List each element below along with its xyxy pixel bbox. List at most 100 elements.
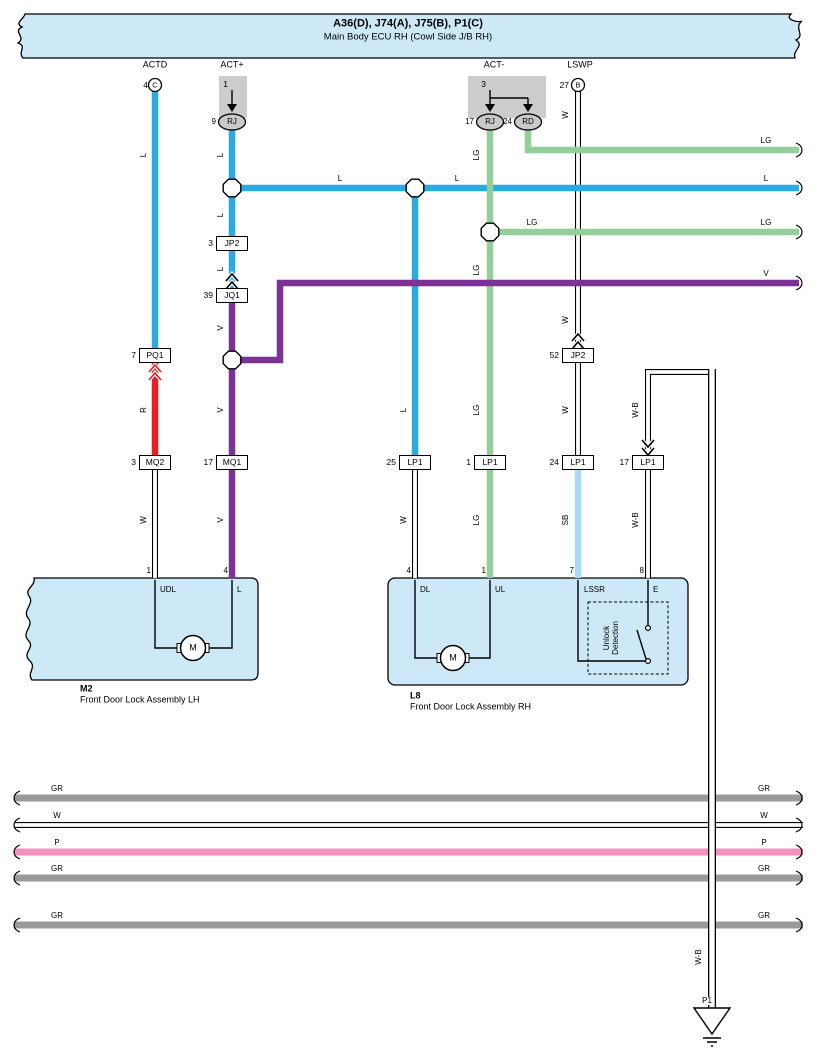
connector-name: LP1 xyxy=(482,457,498,468)
unlock-detection-label: Unlock Detection xyxy=(602,621,620,655)
terminal-pin: 4 xyxy=(406,566,411,575)
oval-pin-rj17: 17 xyxy=(465,117,474,126)
wire-label-gr: GR xyxy=(51,864,63,873)
wire-rd-green xyxy=(524,129,799,154)
connector-lp1-ul: LP1 xyxy=(474,455,506,470)
pin-number-lswp: 27 xyxy=(559,79,569,90)
ecu-banner xyxy=(16,13,803,59)
connector-pin-lp1-dl: 25 xyxy=(386,456,396,467)
wire-label-lg: LG xyxy=(526,218,538,227)
oval-name-rj17: RJ xyxy=(485,117,495,126)
m2-box xyxy=(25,577,259,681)
wire-label-p: P xyxy=(761,838,767,847)
connector-name: JP2 xyxy=(224,238,240,249)
component-name-m2: Front Door Lock Assembly LH xyxy=(80,694,200,705)
wire-label-wb: W-B xyxy=(694,949,703,965)
wire-label-w: W xyxy=(561,111,570,119)
connector-name: MQ1 xyxy=(222,457,242,468)
wire-label-w: W xyxy=(399,516,408,524)
wire-label-sb: SB xyxy=(561,514,570,526)
connector-pin-jp2-a: 3 xyxy=(208,237,213,248)
chevron-jp2b-icon xyxy=(571,332,585,350)
motor-letter-l8: M xyxy=(449,652,457,663)
wire-violet-horizontal xyxy=(232,279,799,364)
terminal-pin: 7 xyxy=(569,566,574,575)
pin-arrow-lines xyxy=(231,90,529,105)
wire-label-lg: LG xyxy=(472,404,481,416)
junction-ovals xyxy=(217,113,543,131)
pin-code-actd: C xyxy=(152,80,158,90)
connector-jp2-a: JP2 xyxy=(216,236,248,251)
l8-switch-contacts xyxy=(644,624,651,664)
component-name-l8: Front Door Lock Assembly RH xyxy=(410,701,532,712)
oval-pin-rd24: 24 xyxy=(503,117,512,126)
pin-number-act-plus: 1 xyxy=(223,78,228,89)
terminal-name-udl: UDL xyxy=(160,585,177,594)
wire-label-l: L xyxy=(139,152,148,158)
wire-label-gr: GR xyxy=(51,784,63,793)
wire-label-v: V xyxy=(763,269,769,278)
act-plus-shade xyxy=(219,76,247,118)
wire-label-lg: LG xyxy=(472,149,481,161)
wire-label-p: P xyxy=(54,838,60,847)
connector-name: PQ1 xyxy=(146,350,164,361)
ground-icon xyxy=(692,1007,732,1047)
wire-label-gr: GR xyxy=(758,864,770,873)
wire-label-l: L xyxy=(399,407,408,413)
connector-pin-lp1-e: 17 xyxy=(619,456,629,467)
wire-label-wb: W-B xyxy=(631,512,640,528)
component-id-l8: L8 xyxy=(410,690,421,701)
connector-mq2: MQ2 xyxy=(139,455,171,470)
connector-lp1-e: LP1 xyxy=(632,455,664,470)
wire-label-lg: LG xyxy=(472,264,481,276)
junction-octagons xyxy=(222,178,500,370)
l8-motor-icon xyxy=(436,644,470,672)
wire-label-lg: LG xyxy=(760,136,772,145)
connector-pq1: PQ1 xyxy=(139,348,171,363)
connector-jp2-b: JP2 xyxy=(562,348,594,363)
connector-name: LP1 xyxy=(640,457,656,468)
terminal-name-lssr: LSSR xyxy=(584,585,605,594)
connector-pin-lp1-lssr: 24 xyxy=(549,456,559,467)
wire-label-gr: GR xyxy=(51,911,63,920)
wire-label-gr: GR xyxy=(758,911,770,920)
terminal-name-l: L xyxy=(237,585,242,594)
unlock-detection-box xyxy=(587,601,669,675)
l8-box xyxy=(387,577,689,686)
wire-label-l: L xyxy=(763,174,769,183)
connector-mq1: MQ1 xyxy=(216,455,248,470)
ground-label: P1 xyxy=(701,996,713,1005)
pin-number-act-minus: 3 xyxy=(481,78,486,89)
wire-label-w: W xyxy=(760,811,768,820)
connector-pin-lp1-ul: 1 xyxy=(466,456,471,467)
wire-label-l: L xyxy=(216,212,225,218)
connector-pin-jp2-b: 52 xyxy=(549,349,559,360)
wire-label-v: V xyxy=(216,325,225,331)
wire-label-v: V xyxy=(216,407,225,413)
chevron-jq1-icon xyxy=(225,272,239,290)
wire-label-lg: LG xyxy=(472,514,481,526)
connector-lp1-dl: LP1 xyxy=(399,455,431,470)
connector-lp1-lssr: LP1 xyxy=(562,455,594,470)
pin-label-lswp: LSWP xyxy=(567,59,593,70)
terminal-name-ul: UL xyxy=(495,585,506,594)
wire-label-v: V xyxy=(216,517,225,523)
connector-pin-pq1: 7 xyxy=(131,349,136,360)
pin-code-lswp: B xyxy=(575,80,581,90)
torn-edge-marks xyxy=(13,142,803,933)
wire-label-w: W xyxy=(53,811,61,820)
connector-name: LP1 xyxy=(570,457,586,468)
terminal-pin: 8 xyxy=(639,566,644,575)
connector-name: MQ2 xyxy=(145,457,165,468)
pin-arrowheads xyxy=(227,104,533,112)
oval-pin-rj9: 9 xyxy=(211,117,216,126)
act-minus-shade xyxy=(468,76,546,118)
motor-letter-m2: M xyxy=(189,642,197,653)
unlock-detection-line1: Unlock xyxy=(601,625,611,651)
terminal-pin: 4 xyxy=(223,566,228,575)
oval-name-rd24: RD xyxy=(522,117,534,126)
oval-name-rj9: RJ xyxy=(227,117,237,126)
pin-label-act-plus: ACT+ xyxy=(220,59,244,70)
